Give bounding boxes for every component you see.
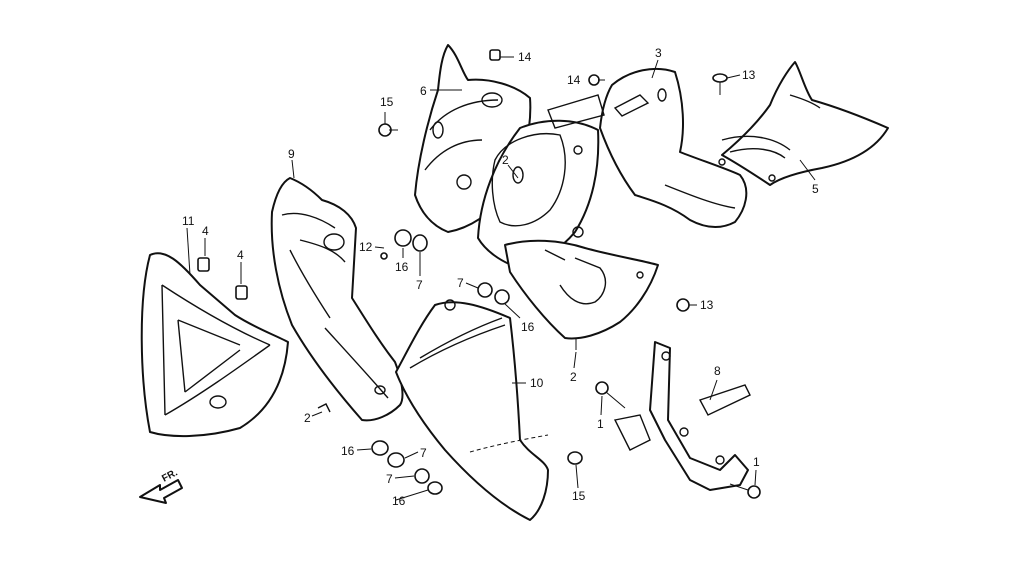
nut-7c	[387, 452, 405, 468]
screw-2b	[317, 403, 331, 413]
callout-7b: 7	[457, 276, 464, 290]
callout-6: 6	[420, 84, 427, 98]
callout-1b: 1	[753, 455, 760, 469]
screw-13a	[712, 73, 728, 95]
callout-13a: 13	[742, 68, 756, 82]
nut-7d	[414, 468, 430, 484]
callout-16a: 16	[395, 260, 409, 274]
callout-1a: 1	[597, 417, 604, 431]
callout-15b: 15	[572, 489, 586, 503]
clip-4a	[197, 257, 210, 272]
screw-14a	[489, 49, 501, 61]
leader-lines	[186, 56, 816, 501]
callout-7c: 7	[420, 446, 427, 460]
lower-side-panel-part-10	[395, 299, 549, 521]
callout-labels: 14 6 15 14 3 13 5 2 9 11 4 4 12 16 7 7 1…	[182, 46, 819, 508]
clip-4b	[235, 285, 248, 300]
callout-12: 12	[359, 240, 373, 254]
callout-16c: 16	[341, 444, 355, 458]
nut-7a	[412, 234, 428, 252]
callout-2a: 2	[502, 153, 509, 167]
callout-7d: 7	[386, 472, 393, 486]
callout-15a: 15	[380, 95, 394, 109]
callout-16b: 16	[521, 320, 535, 334]
screw-1b	[729, 483, 761, 499]
screw-14b	[588, 74, 600, 86]
front-cowl-part-11	[140, 252, 289, 438]
upper-panel-part-3	[547, 67, 748, 228]
side-panel-part-9	[270, 177, 404, 422]
callout-13b: 13	[700, 298, 714, 312]
washer-16b	[494, 289, 510, 305]
callout-5: 5	[812, 182, 819, 196]
washer-16a	[394, 229, 412, 247]
callout-11: 11	[182, 214, 195, 228]
washer-16c	[371, 440, 389, 456]
callout-14a: 14	[518, 50, 532, 64]
callout-4b: 4	[237, 248, 244, 262]
screw-15b	[567, 451, 583, 465]
callout-4a: 4	[202, 224, 209, 238]
callout-7a: 7	[416, 278, 423, 292]
right-panel-part-5	[718, 61, 889, 186]
washer-16d	[427, 481, 443, 495]
callout-10: 10	[530, 376, 544, 390]
callout-3: 3	[655, 46, 662, 60]
nut-7b	[477, 282, 493, 298]
callout-2b: 2	[570, 370, 577, 384]
callout-8: 8	[714, 364, 721, 378]
screw-15a	[378, 123, 398, 137]
screw-12	[380, 252, 388, 260]
callout-2c: 2	[304, 411, 311, 425]
screw-1a	[595, 381, 626, 409]
callout-14b: 14	[567, 73, 581, 87]
callout-16d: 16	[392, 494, 406, 508]
lower-inner-panel	[504, 226, 659, 340]
front-direction-arrow: FR.	[139, 467, 183, 504]
bracket-part-8	[613, 341, 751, 491]
screw-13b	[676, 298, 690, 312]
callout-9: 9	[288, 147, 295, 161]
